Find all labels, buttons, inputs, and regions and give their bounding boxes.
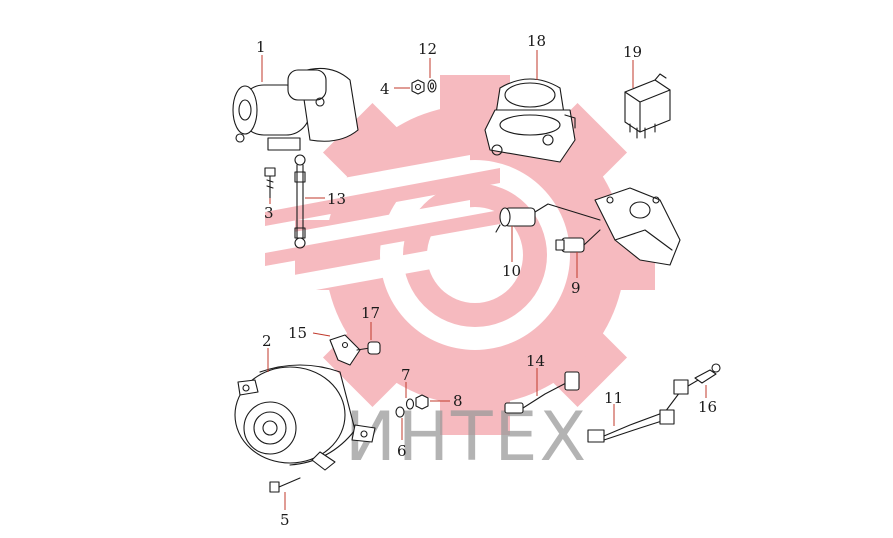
manifold-part — [594, 187, 681, 266]
battery-switch-part — [484, 78, 576, 163]
callout-4: 4 — [380, 80, 390, 98]
callout-9: 9 — [571, 279, 581, 297]
bracket-part-15 — [329, 334, 361, 366]
sensor-part-14 — [504, 371, 580, 414]
callout-5: 5 — [280, 511, 290, 529]
callout-labels: 1 2 3 4 5 6 7 8 9 10 11 12 13 14 15 16 1… — [256, 32, 717, 529]
sender-part-9 — [555, 229, 601, 253]
callout-11: 11 — [604, 389, 623, 407]
washer-part-12 — [427, 79, 437, 93]
washer-part-7 — [405, 398, 415, 410]
callout-7: 7 — [401, 366, 411, 384]
callout-14: 14 — [526, 352, 545, 370]
washer-part-6 — [395, 406, 405, 418]
bolt-part-5 — [269, 477, 301, 493]
callout-2: 2 — [262, 332, 272, 350]
terminal-lead-part — [694, 363, 721, 384]
callout-17: 17 — [361, 304, 380, 322]
nut-part-8 — [415, 394, 429, 410]
callout-3: 3 — [264, 204, 274, 222]
bolt-part-3 — [264, 167, 276, 199]
starter-motor-part — [232, 67, 359, 151]
nut-part-4 — [411, 79, 425, 95]
callout-19: 19 — [623, 43, 642, 61]
alternator-part — [234, 364, 376, 471]
callout-12: 12 — [418, 40, 437, 58]
callout-18: 18 — [527, 32, 546, 50]
callout-13: 13 — [327, 190, 346, 208]
wire-harness-part — [587, 375, 706, 443]
callout-8: 8 — [453, 392, 463, 410]
relay-part — [624, 73, 671, 139]
callout-16: 16 — [698, 398, 717, 416]
watermark-text: ИНТЕХ — [345, 398, 588, 477]
bolt-part-17 — [356, 341, 381, 355]
callout-15: 15 — [288, 324, 307, 342]
sensor-part-10 — [495, 203, 601, 233]
callout-6: 6 — [397, 442, 407, 460]
callout-1: 1 — [256, 38, 266, 56]
callout-10: 10 — [502, 262, 521, 280]
ground-cable-part — [294, 154, 306, 249]
